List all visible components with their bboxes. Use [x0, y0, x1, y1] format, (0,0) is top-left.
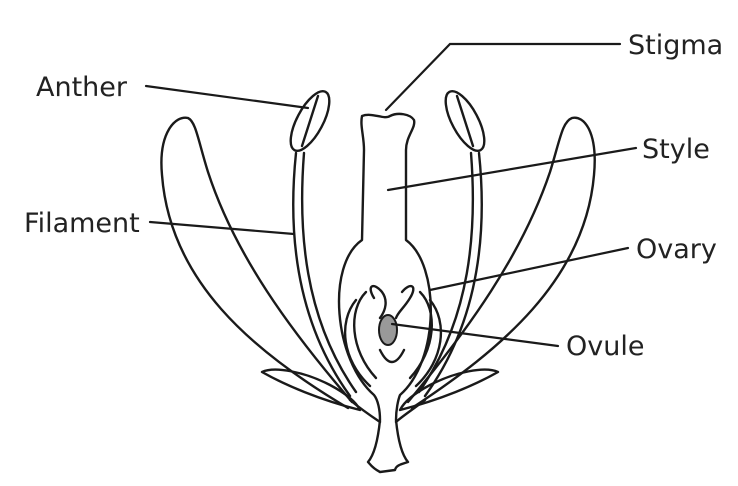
leader-anther	[144, 84, 310, 110]
sepal-left	[260, 368, 362, 412]
label-filament: Filament	[24, 208, 140, 239]
petal-right-outer	[406, 116, 596, 410]
petal-left-outer	[160, 116, 354, 410]
label-ovule: Ovule	[566, 331, 644, 362]
pistil-outline	[337, 112, 432, 474]
petals	[160, 116, 596, 412]
ovule	[378, 314, 398, 346]
leader-filament	[148, 220, 296, 236]
pistil	[337, 112, 432, 474]
leader-ovary	[428, 246, 630, 292]
receptacle	[348, 398, 427, 424]
label-style: Style	[642, 134, 710, 165]
ovary-interior	[343, 284, 443, 388]
leader-ovule	[390, 322, 560, 348]
leader-stigma	[384, 42, 622, 112]
filament-left	[292, 151, 358, 398]
filament-right	[417, 151, 483, 398]
label-stigma: Stigma	[628, 30, 723, 61]
anther-right-groove	[455, 94, 475, 148]
stamens	[289, 90, 486, 398]
leader-style	[386, 146, 638, 192]
sepal-right	[398, 368, 500, 412]
anther-left-groove	[300, 94, 320, 148]
anther-right	[444, 90, 486, 152]
label-anther: Anther	[36, 72, 128, 103]
label-ovary: Ovary	[636, 234, 717, 265]
leader-lines	[144, 42, 638, 348]
anther-left	[289, 90, 331, 152]
